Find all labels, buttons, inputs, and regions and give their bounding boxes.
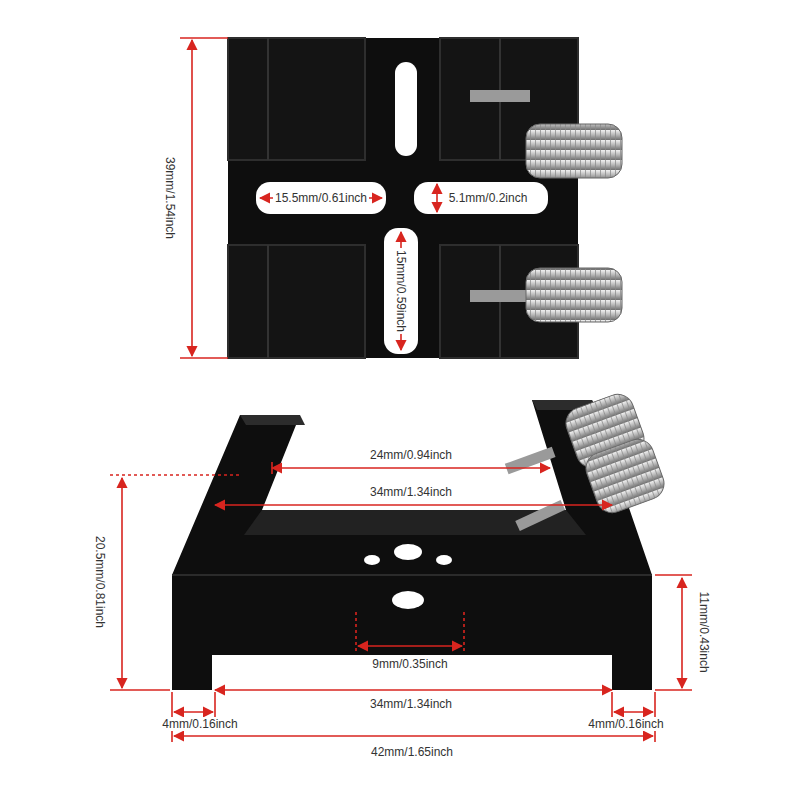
- drawing-part: [526, 268, 622, 322]
- dimension-label: 11mm/0.43inch: [697, 589, 711, 674]
- dimension-label: 20.5mm/0.81inch: [93, 534, 107, 630]
- drawing-part: [655, 574, 692, 576]
- drawing-part: [215, 504, 612, 506]
- drawing-part: [655, 689, 692, 691]
- drawing-part: [174, 711, 213, 713]
- dimension-label: 4mm/0.16inch: [160, 717, 239, 731]
- drawing-part: [436, 184, 438, 212]
- drawing-part: [355, 612, 357, 652]
- drawing-part: [191, 40, 193, 356]
- dimension-label: 34mm/1.34inch: [368, 485, 454, 499]
- dimension-label: 9mm/0.35inch: [370, 657, 449, 671]
- drawing-part: [358, 645, 462, 647]
- drawing-part: [174, 735, 653, 737]
- drawing-part: [240, 415, 305, 425]
- drawing-part: [180, 357, 228, 359]
- dimension-label: 4mm/0.16inch: [586, 717, 665, 731]
- dimension-label: 24mm/0.94inch: [368, 448, 454, 462]
- drawing-part: [228, 38, 578, 358]
- drawing-part: [121, 478, 123, 688]
- drawing-part: [395, 62, 417, 156]
- drawing-part: [228, 38, 365, 160]
- drawing-part: [267, 38, 269, 160]
- drawing-part: [463, 612, 465, 652]
- dimension-lines: [110, 38, 692, 742]
- dimension-label: 34mm/1.34inch: [368, 697, 454, 711]
- drawing-part: [256, 182, 386, 214]
- drawing-part: [228, 245, 365, 358]
- drawing-part: [215, 689, 612, 691]
- drawing-part: [267, 245, 269, 358]
- dimension-label: 42mm/1.65inch: [369, 745, 455, 759]
- drawing-part: [394, 544, 422, 560]
- drawing-part: [392, 591, 424, 609]
- drawing-part: [681, 578, 683, 688]
- drawing-part: [110, 474, 240, 476]
- drawing-part: [505, 447, 556, 474]
- drawing-part: [172, 574, 652, 576]
- drawing-part: [526, 124, 622, 178]
- drawing-part: [470, 90, 530, 102]
- drawing-part: [470, 290, 530, 302]
- drawing-part: [611, 692, 613, 718]
- dimension-label: 5.1mm/0.2inch: [447, 191, 530, 205]
- drawing-part: [110, 689, 170, 691]
- drawing-part: [180, 37, 228, 39]
- drawing-part: [436, 555, 452, 565]
- drawing-part: [214, 692, 216, 718]
- dimension-label: 15.5mm/0.61inch: [273, 191, 369, 205]
- top-view: [228, 38, 622, 358]
- drawing-part: [614, 711, 653, 713]
- dimension-label: 39mm/1.54inch: [163, 155, 177, 241]
- drawing-part: [271, 462, 273, 474]
- drawing-part: [272, 467, 550, 469]
- drawing-part: [384, 228, 418, 354]
- drawing-part: [364, 555, 380, 565]
- dimension-label: 15mm/0.59inch: [394, 248, 408, 334]
- front-view: [172, 390, 668, 690]
- drawing-part: [414, 182, 548, 214]
